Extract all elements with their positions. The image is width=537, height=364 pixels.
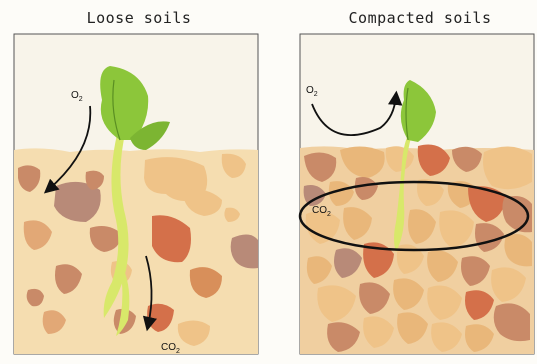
panel-loose-soil <box>14 34 258 354</box>
panel-compacted-soil <box>300 34 534 354</box>
